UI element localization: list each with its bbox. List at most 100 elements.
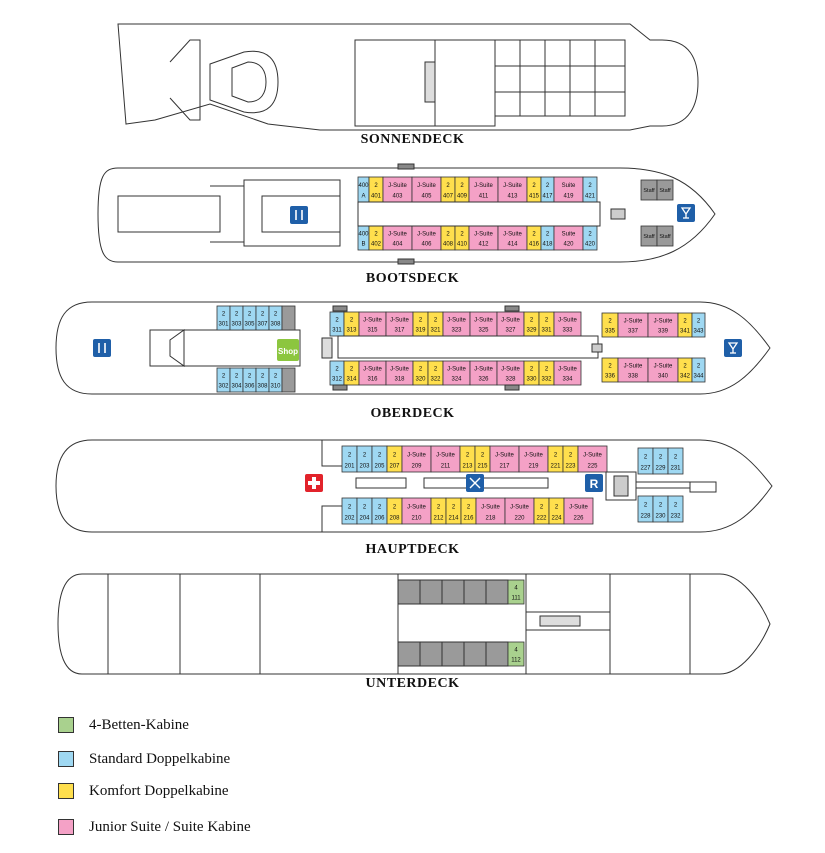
cabin-capacity: J-Suite <box>501 318 520 324</box>
cabin-cell <box>468 225 499 251</box>
cabin-capacity: J-Suite <box>407 452 426 458</box>
bootsdeck-hull <box>97 167 716 263</box>
cabin-capacity: 2 <box>363 504 367 510</box>
cabin-capacity: 2 <box>274 312 278 318</box>
cabin-cell <box>553 311 582 337</box>
cabin-number: 417 <box>542 194 553 200</box>
cabin-capacity: 2 <box>350 318 354 324</box>
cabin-capacity: J-Suite <box>558 318 577 324</box>
bootsdeck-port-cabins: 400B2402J-Suite404J-Suite40624082410J-Su… <box>357 225 598 251</box>
cabin-capacity: 2 <box>608 319 612 325</box>
cabin-number: 306 <box>244 384 255 390</box>
cabin-capacity: 2 <box>378 452 382 458</box>
cabin-capacity: 2 <box>545 367 549 373</box>
massage-scissors-icon <box>466 474 484 492</box>
cabin-capacity: 2 <box>437 504 441 510</box>
legend-swatch <box>58 717 74 733</box>
cabin-capacity: 2 <box>569 452 573 458</box>
cabin-number: 224 <box>551 515 562 521</box>
oberdeck-mid-starboard-cabins: 23112313J-Suite315J-Suite31723192321J-Su… <box>329 311 582 337</box>
hauptdeck-starboard-cabins: 2201220322052207J-Suite209J-Suite2112213… <box>341 445 608 473</box>
cabin-number: 214 <box>448 515 459 521</box>
oberdeck-hull <box>55 301 771 395</box>
cabin-number: 227 <box>640 465 651 471</box>
medical-cross-icon <box>305 474 323 492</box>
cabin-number: 232 <box>670 513 681 519</box>
legend-swatch <box>58 819 74 835</box>
cabin-capacity: 2 <box>378 504 382 510</box>
cabin-number: 210 <box>411 515 422 521</box>
unterdeck-hull <box>57 573 771 675</box>
cabin-number: 412 <box>478 242 489 248</box>
deck-title-oberdeck: OBERDECK <box>370 406 455 421</box>
cabin-number: 310 <box>270 384 281 390</box>
cabin-number: 318 <box>394 377 405 383</box>
cabin-number: 418 <box>542 242 553 248</box>
cabin-number: 215 <box>477 463 488 469</box>
cabin-cell <box>401 497 432 525</box>
cabin-capacity: J-Suite <box>474 318 493 324</box>
cabin-number: 112 <box>511 658 521 664</box>
cabin-capacity: 2 <box>261 374 265 380</box>
cabin-number: 332 <box>541 377 552 383</box>
cabin-capacity: J-Suite <box>436 452 455 458</box>
cabin-capacity: 2 <box>460 232 464 238</box>
cabin-capacity: J-Suite <box>510 504 529 510</box>
cabin-cell <box>518 445 549 473</box>
cabin-number: 307 <box>257 322 268 328</box>
cabin-cell <box>691 312 706 338</box>
cabin-cell <box>430 445 461 473</box>
cabin-capacity: 2 <box>335 318 339 324</box>
cabin-capacity: J-Suite <box>558 367 577 373</box>
cabin-capacity: 2 <box>235 312 239 318</box>
cabin-cell <box>497 176 528 203</box>
cabin-cell <box>469 360 498 386</box>
cabin-number: 406 <box>421 242 432 248</box>
cabin-number: 221 <box>550 463 561 469</box>
cabin-capacity: J-Suite <box>363 367 382 373</box>
cabin-number: 409 <box>457 194 468 200</box>
cabin-number: 329 <box>526 328 537 334</box>
cabin-number: 207 <box>389 463 400 469</box>
cabin-capacity: J-Suite <box>447 318 466 324</box>
cabin-capacity: 2 <box>588 232 592 238</box>
staff-label: Staff <box>659 188 671 194</box>
restaurant-icon <box>93 339 111 357</box>
cabin-number: 303 <box>231 322 242 328</box>
cabin-303: 2 303 <box>229 305 244 331</box>
cabin-capacity: 2 <box>674 502 678 508</box>
reception-label: R <box>590 477 599 491</box>
cabin-capacity: J-Suite <box>624 364 643 370</box>
cabin-capacity: 2 <box>532 183 536 189</box>
staff-label: Staff <box>643 234 655 240</box>
cabin-number: 414 <box>507 242 518 248</box>
